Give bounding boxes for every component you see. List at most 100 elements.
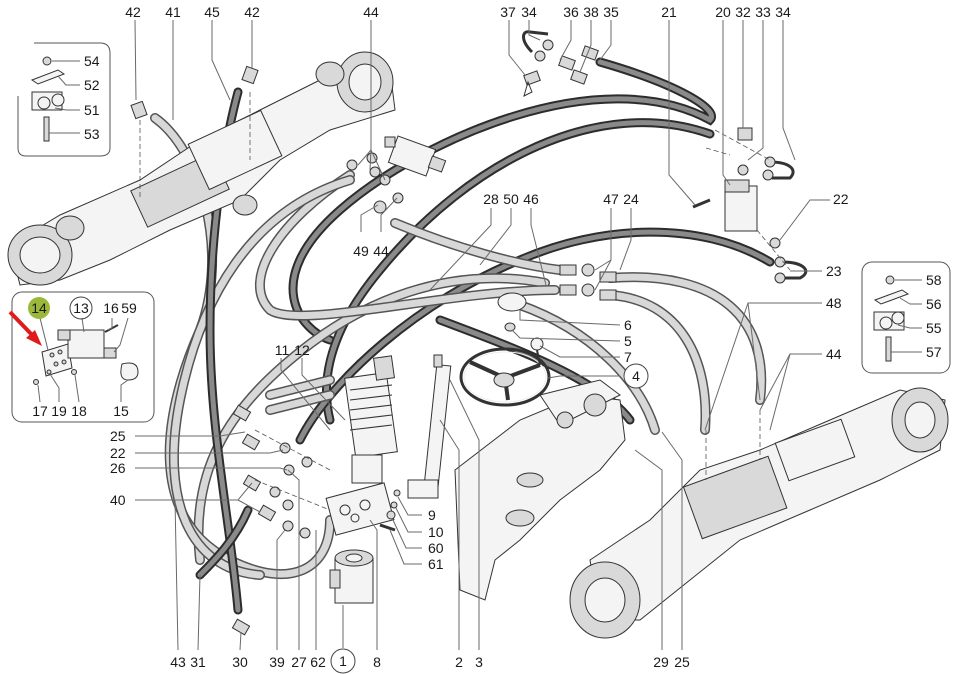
steering-unit [325,355,401,604]
hose-48a [605,272,767,405]
callout-59[interactable]: 59 [121,300,137,316]
hose-50 [390,218,565,275]
callout-13[interactable]: 13 [73,300,89,316]
steering-console [407,354,626,601]
callout-30[interactable]: 30 [232,654,248,670]
hose-straight [265,375,335,415]
callout-25-bottom[interactable]: 25 [674,654,690,670]
callout-3[interactable]: 3 [475,654,483,670]
callout-43[interactable]: 43 [170,654,186,670]
callout-52[interactable]: 52 [84,77,100,93]
callout-23[interactable]: 23 [826,263,842,279]
inset-clamp-left [17,42,111,157]
callout-26[interactable]: 26 [110,460,126,476]
callout-2[interactable]: 2 [455,654,463,670]
callout-51[interactable]: 51 [84,102,100,118]
callout-55[interactable]: 55 [926,320,942,336]
callout-labels[interactable]: 42 41 45 42 44 37 34 36 38 35 21 20 32 3… [31,4,942,670]
inset-valve-kit [11,291,155,423]
middle-fittings-47 [559,263,617,301]
control-valve-block [346,135,447,214]
callout-45[interactable]: 45 [204,4,220,20]
callout-35[interactable]: 35 [603,4,619,20]
callout-36[interactable]: 36 [563,4,579,20]
hose-46 [255,170,560,321]
callout-9[interactable]: 9 [428,507,436,523]
callout-14-highlighted[interactable]: 14 [31,300,47,316]
callout-53[interactable]: 53 [84,126,100,142]
callout-54[interactable]: 54 [84,53,100,69]
callout-31[interactable]: 31 [190,654,206,670]
callout-44-top[interactable]: 44 [363,4,379,20]
hose-48b [605,290,711,435]
callout-33[interactable]: 33 [755,4,771,20]
callout-27[interactable]: 27 [291,654,307,670]
callout-34b[interactable]: 34 [775,4,791,20]
callout-15[interactable]: 15 [113,403,129,419]
callout-21[interactable]: 21 [661,4,677,20]
callout-44-mid[interactable]: 44 [373,243,389,259]
callout-1[interactable]: 1 [339,653,347,669]
callout-46[interactable]: 46 [523,191,539,207]
callout-28[interactable]: 28 [483,191,499,207]
callout-11[interactable]: 11 [275,342,290,358]
callout-57[interactable]: 57 [926,344,942,360]
callout-37[interactable]: 37 [500,4,516,20]
callout-50[interactable]: 50 [503,191,519,207]
callout-22-left[interactable]: 22 [110,445,126,461]
callout-41[interactable]: 41 [165,4,181,20]
front-axle-assembly [7,51,396,286]
callout-5[interactable]: 5 [624,333,632,349]
hoses [150,57,775,615]
callout-42a[interactable]: 42 [125,4,141,20]
callout-29[interactable]: 29 [653,654,669,670]
callout-12[interactable]: 12 [294,342,310,358]
circle-1 [330,648,356,674]
callout-47[interactable]: 47 [603,191,619,207]
rear-axle-assembly [569,387,949,639]
callout-16[interactable]: 16 [103,300,119,316]
callout-58[interactable]: 58 [926,272,942,288]
circle-4 [623,363,649,389]
callout-60[interactable]: 60 [428,540,444,556]
top-right-fittings [522,30,808,284]
callout-8[interactable]: 8 [373,654,381,670]
inset-clamp-right [861,261,951,374]
callout-39[interactable]: 39 [269,654,285,670]
callout-34a[interactable]: 34 [521,4,537,20]
callout-22-right[interactable]: 22 [833,191,849,207]
hose-28 [193,273,550,565]
hose-25 [515,300,660,435]
steering-wheel [459,292,551,407]
red-arrow-indicator [8,310,42,346]
hose-43 [168,175,355,580]
circle-13 [69,296,93,320]
callout-circles [28,296,649,674]
callout-61[interactable]: 61 [428,556,444,572]
callout-42b[interactable]: 42 [244,4,260,20]
leader-lines [37,19,922,651]
callout-40[interactable]: 40 [110,492,126,508]
callout-49[interactable]: 49 [353,243,369,259]
callout-38[interactable]: 38 [583,4,599,20]
callout-32[interactable]: 32 [735,4,751,20]
callout-25-left[interactable]: 25 [110,428,126,444]
callout-24[interactable]: 24 [623,191,639,207]
callout-17[interactable]: 17 [32,403,48,419]
hose-40 [195,505,253,580]
callout-48[interactable]: 48 [826,295,842,311]
callout-44-right[interactable]: 44 [826,346,842,362]
callout-56[interactable]: 56 [926,296,942,312]
callout-18[interactable]: 18 [71,403,87,419]
callout-62[interactable]: 62 [310,654,326,670]
highlight-circle-14 [28,297,50,319]
callout-7[interactable]: 7 [624,349,632,365]
callout-10[interactable]: 10 [428,524,444,540]
callout-4[interactable]: 4 [632,368,640,384]
callout-20[interactable]: 20 [715,4,731,20]
hose-35 [288,57,716,345]
callout-19[interactable]: 19 [51,403,67,419]
callout-6[interactable]: 6 [624,317,632,333]
left-fittings [130,65,331,636]
